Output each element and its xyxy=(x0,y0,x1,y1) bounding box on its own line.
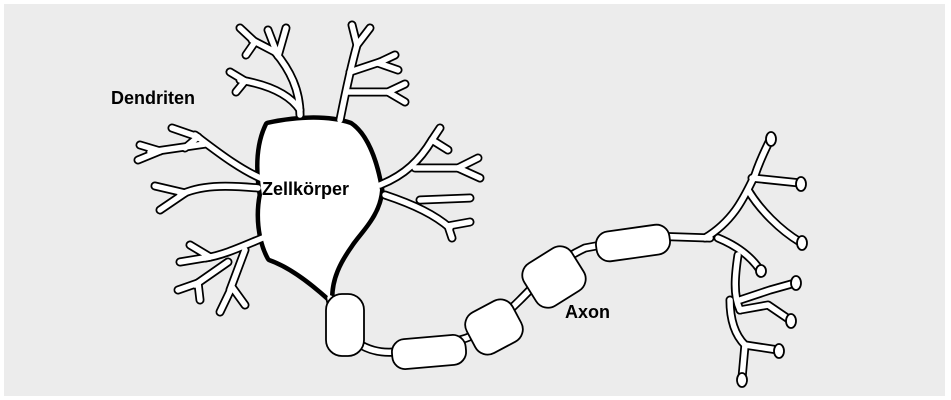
cell-body-fill xyxy=(260,120,380,298)
dendrite-tree-left xyxy=(138,128,270,312)
label-dendrites: Dendriten xyxy=(111,88,195,109)
label-cell-body: Zellkörper xyxy=(262,179,349,200)
label-axon: Axon xyxy=(565,302,610,323)
